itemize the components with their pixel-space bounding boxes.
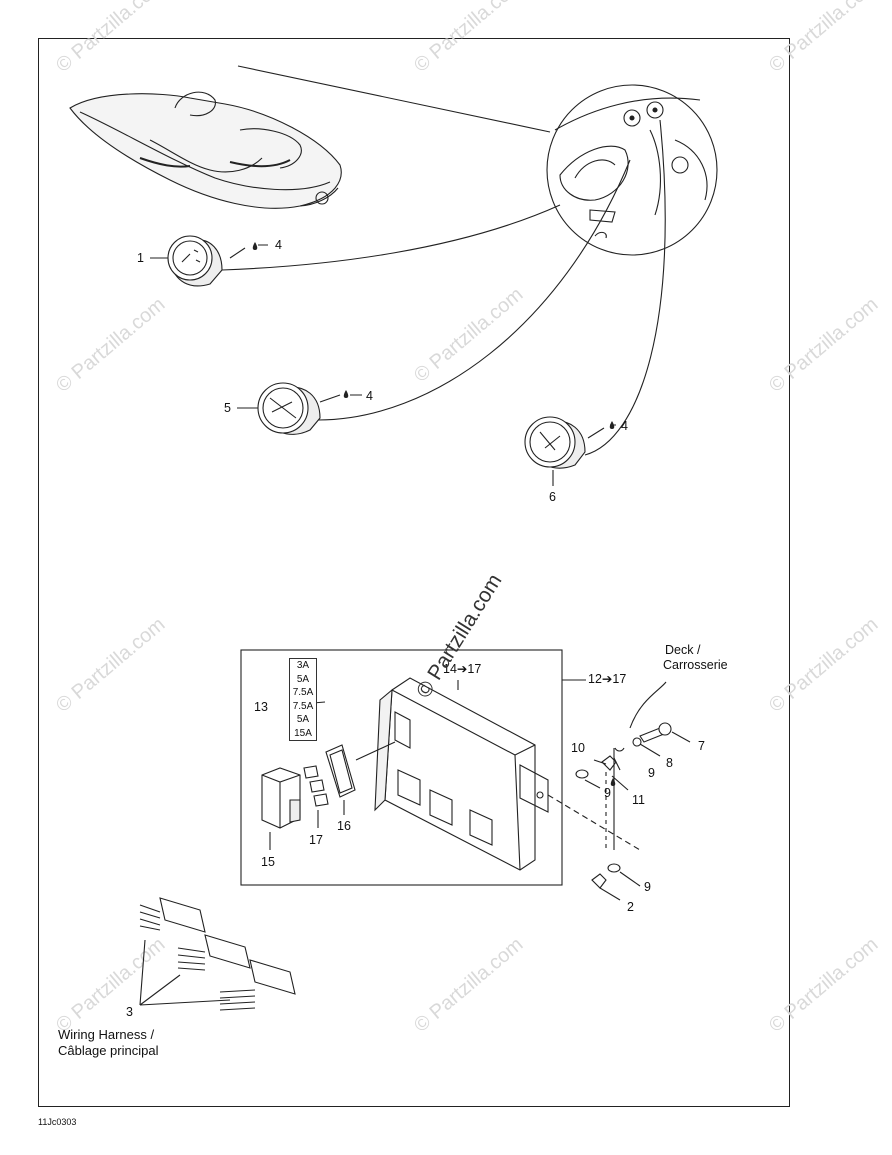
fuse-holder-16 [325, 744, 356, 798]
gauge-6 [524, 416, 586, 469]
callout-1: 1 [137, 251, 144, 265]
callout-4: 4 [275, 238, 282, 252]
callout-10: 10 [571, 741, 585, 755]
fuse-box-frame [240, 649, 563, 886]
hardware [575, 722, 672, 889]
harness-label-line1: Wiring Harness / [58, 1027, 155, 1042]
callout-9: 9 [648, 766, 655, 780]
relay-15 [261, 767, 301, 829]
diagram-code: 11Jc0303 [38, 1117, 77, 1127]
callout-2: 2 [627, 900, 634, 914]
fuse-rating: 5A [296, 714, 310, 725]
callout-16: 16 [337, 819, 351, 833]
callout-5: 5 [224, 401, 231, 415]
callout-7: 7 [698, 739, 705, 753]
harness-connectors [139, 897, 296, 1011]
boat-illustration [69, 91, 342, 209]
fuse-rating: 7.5A [292, 687, 314, 698]
callout-6: 6 [549, 490, 556, 504]
callout-14-17: 14➔17 [443, 662, 482, 676]
callout-9: 9 [644, 880, 651, 894]
gauge-5 [257, 382, 321, 435]
callout-9: 9 [604, 786, 611, 800]
ecu-module [374, 677, 549, 871]
callout-3: 3 [126, 1005, 133, 1019]
callout-11: 11 [632, 793, 645, 807]
fuse-rating: 7.5A [292, 700, 314, 712]
callout-12-17: 12➔17 [588, 672, 627, 686]
fuse-rating: 5A [296, 673, 310, 685]
callout-15: 15 [261, 855, 275, 869]
callout-17: 17 [309, 833, 323, 847]
callout-4: 4 [621, 419, 628, 433]
dashboard-detail [546, 84, 718, 256]
fuse-rating: 15A [294, 727, 312, 739]
callout-8: 8 [666, 756, 673, 770]
callout-13: 13 [254, 700, 268, 714]
fuse-rating-list: 3A 5A 7.5A 7.5A 5A 15A [289, 658, 317, 741]
gauge-1 [167, 235, 223, 287]
fuses-17 [303, 765, 329, 807]
callout-4: 4 [366, 389, 373, 403]
deck-label-line1: Deck / [665, 643, 701, 657]
lubricant-icon [252, 242, 616, 786]
lower-diagram-panel [38, 564, 790, 1107]
fuse-rating: 3A [296, 660, 310, 671]
harness-label-line2: Câblage principal [58, 1043, 159, 1058]
deck-label-line2: Carrosserie [663, 658, 728, 672]
